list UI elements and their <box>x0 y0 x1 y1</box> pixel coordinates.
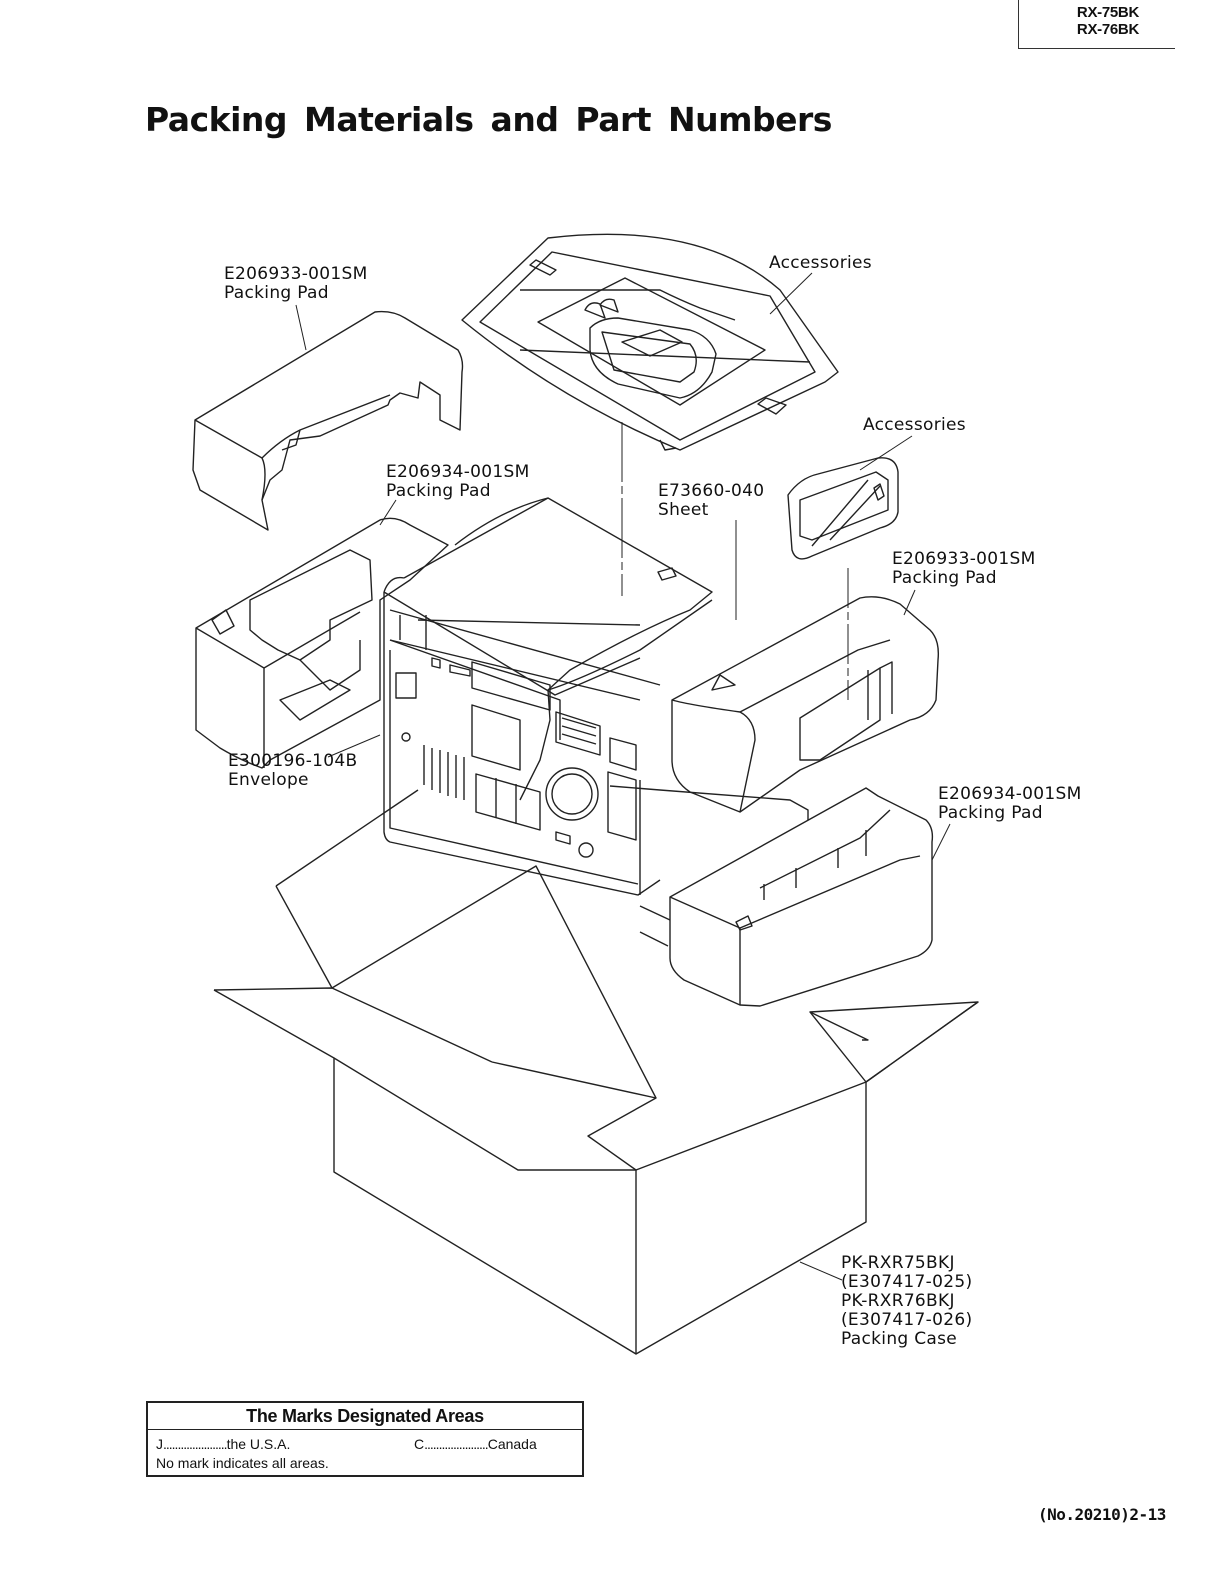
packing-pad-right-bottom-drawing <box>639 787 934 1007</box>
part-number: E206934-001SM <box>386 462 530 482</box>
model-number-2: RX-76BK <box>1076 21 1139 38</box>
accessories-tray-drawing <box>461 233 839 451</box>
legend-row-usa: J......................the U.S.A. <box>156 1436 290 1452</box>
part-number: E206934-001SM <box>938 784 1082 804</box>
receiver-unit-drawing <box>383 576 809 896</box>
label-packing-pad-right-bottom: E206934-001SM Packing Pad <box>938 785 1082 823</box>
part-name: Packing Pad <box>386 481 491 501</box>
part-name: Packing Pad <box>892 568 997 588</box>
model-number-1: RX-75BK <box>1076 4 1139 21</box>
label-packing-case: PK-RXR75BKJ (E307417-025) PK-RXR76BKJ (E… <box>841 1254 972 1349</box>
part-number: PK-RXR75BKJ <box>841 1253 955 1273</box>
packing-pad-left-drawing <box>195 517 449 769</box>
page-number: (No.20210)2-13 <box>1038 1505 1166 1524</box>
legend-dots: ...................... <box>424 1436 489 1452</box>
part-name: Accessories <box>863 415 966 435</box>
part-number: E300196-104B <box>228 751 358 771</box>
legend-dots: ...................... <box>163 1436 228 1452</box>
packing-pad-right-top-drawing <box>671 596 940 813</box>
part-number: (E307417-026) <box>841 1310 973 1330</box>
packing-case-drawing <box>213 789 979 1355</box>
packing-pad-top-left-drawing <box>192 310 464 531</box>
part-number: (E307417-025) <box>841 1272 973 1292</box>
part-name: Accessories <box>769 253 872 273</box>
label-accessories-top: Accessories <box>769 254 872 273</box>
label-accessories-right: Accessories <box>863 416 966 435</box>
part-name: Packing Pad <box>224 283 329 303</box>
part-number: E206933-001SM <box>224 264 368 284</box>
legend-area: Canada <box>487 1436 537 1452</box>
part-name: Sheet <box>658 500 709 520</box>
part-number: E206933-001SM <box>892 549 1036 569</box>
part-name: Envelope <box>228 770 309 790</box>
part-name: Packing Case <box>841 1329 957 1349</box>
legend-title: The Marks Designated Areas <box>148 1403 582 1430</box>
label-packing-pad-top-left: E206933-001SM Packing Pad <box>224 265 368 303</box>
legend-note: No mark indicates all areas. <box>156 1455 329 1471</box>
label-packing-pad-left: E206934-001SM Packing Pad <box>386 463 530 501</box>
model-number-box: RX-75BK RX-76BK <box>1018 0 1175 49</box>
accessories-remote-drawing <box>787 457 899 560</box>
leader-lines <box>295 272 951 1281</box>
envelope-sheet-drawing <box>403 497 736 801</box>
part-name: Packing Pad <box>938 803 1043 823</box>
legend-row-canada: C......................Canada <box>414 1436 537 1452</box>
page-title: Packing Materials and Part Numbers <box>145 100 832 139</box>
legend-mark: J <box>156 1436 163 1452</box>
label-sheet: E73660-040 Sheet <box>658 482 764 520</box>
part-number: PK-RXR76BKJ <box>841 1291 955 1311</box>
legend-mark: C <box>414 1436 425 1452</box>
legend-area: the U.S.A. <box>226 1436 291 1452</box>
part-number: E73660-040 <box>658 481 765 501</box>
marks-legend-table: The Marks Designated Areas J............… <box>146 1401 584 1477</box>
label-envelope: E300196-104B Envelope <box>228 752 357 790</box>
label-packing-pad-right-top: E206933-001SM Packing Pad <box>892 550 1036 588</box>
